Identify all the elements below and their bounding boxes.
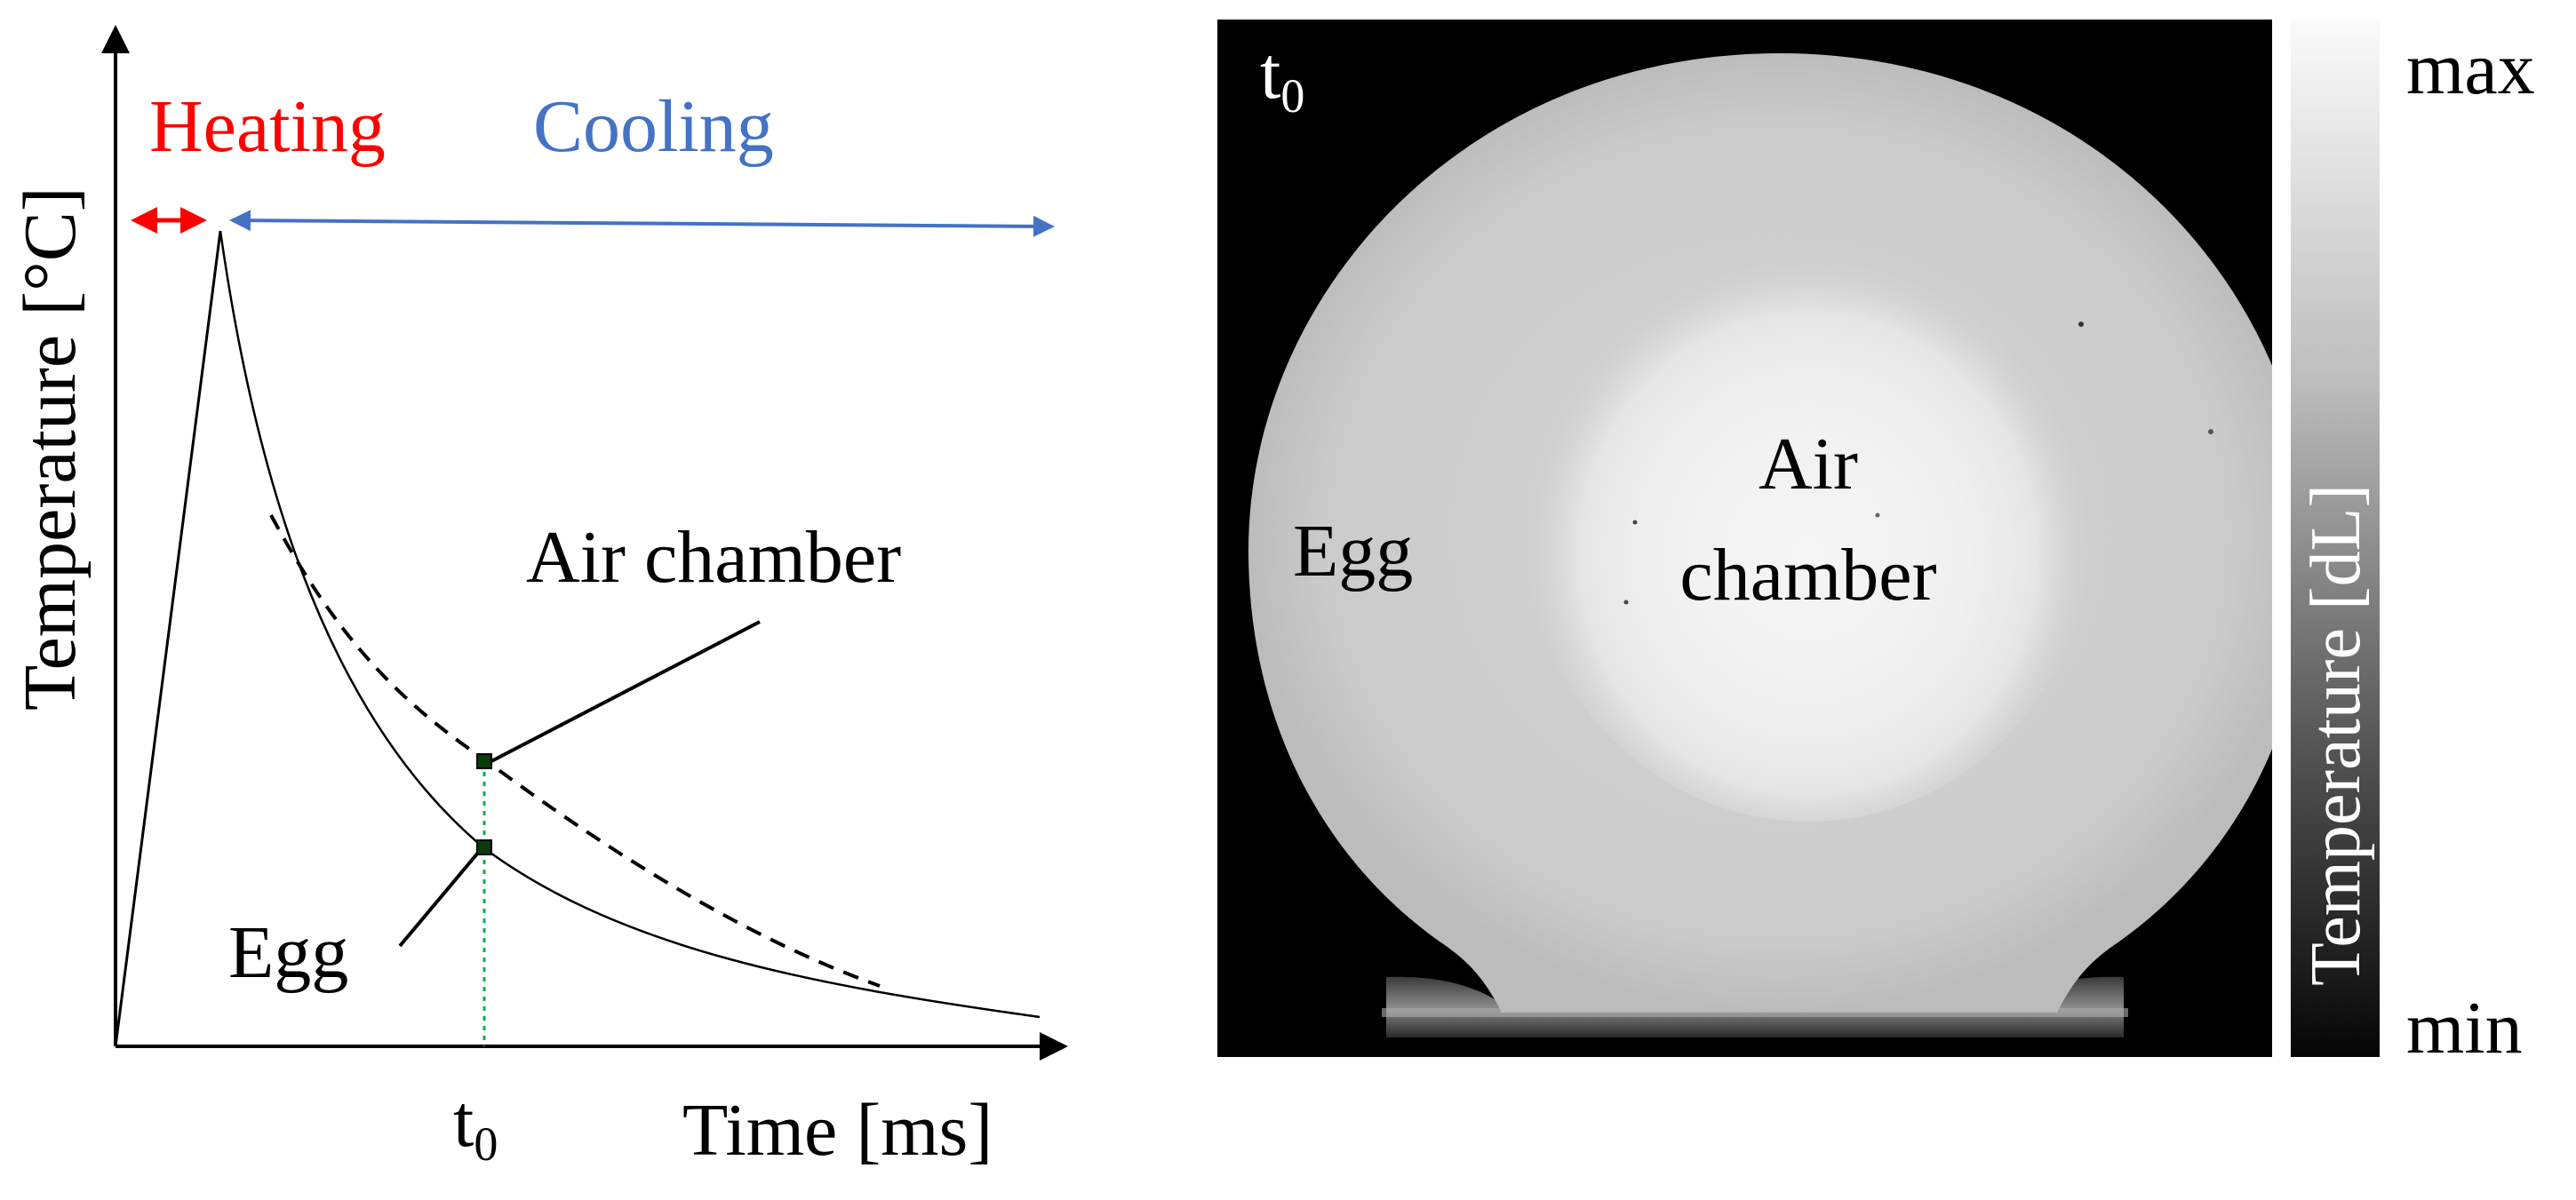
y-axis-label: Temperature [°C] [9,187,92,711]
speck [2078,322,2084,327]
egg-sample-point [476,839,492,855]
speck [1632,520,1638,525]
cooling-arrow [229,210,1055,237]
air-chamber-region [1524,226,2093,822]
heating-ramp-line [114,230,222,1047]
speck [1875,513,1880,518]
speck [1623,600,1629,605]
thermal-image: t0 Egg Air chamber [1217,20,2272,1057]
image-t0-label: t0 [1260,32,1304,123]
egg-cooling-curve [219,230,1041,1019]
image-chamber-label: chamber [1679,534,1936,616]
colorbar-min-label: min [2406,987,2523,1069]
cooling-label: Cooling [533,85,774,168]
temperature-curve-schematic: Heating Cooling Temperature [°C] Air cha… [9,25,1068,1172]
heating-label: Heating [149,85,386,168]
air-chamber-leader-line [490,620,761,763]
egg-leader-line [398,851,480,948]
temperature-colorbar: Temperature [dL] max min [2291,20,2535,1069]
t0-subscript: 0 [474,1117,498,1171]
colorbar-label: Temperature [dL] [2297,484,2375,986]
air-chamber-label: Air chamber [526,516,901,599]
colorbar-max-label: max [2406,28,2535,110]
image-egg-label: Egg [1293,510,1413,592]
air-chamber-sample-point [476,753,492,769]
egg-label: Egg [228,911,348,994]
colorbar-gradient [2291,20,2380,1057]
speck [2208,429,2213,434]
t0-axis-label: t0 [453,1080,498,1171]
image-air-label: Air [1759,423,1858,505]
x-axis-label: Time [ms] [682,1089,993,1172]
image-t0-subscript: 0 [1280,69,1304,123]
